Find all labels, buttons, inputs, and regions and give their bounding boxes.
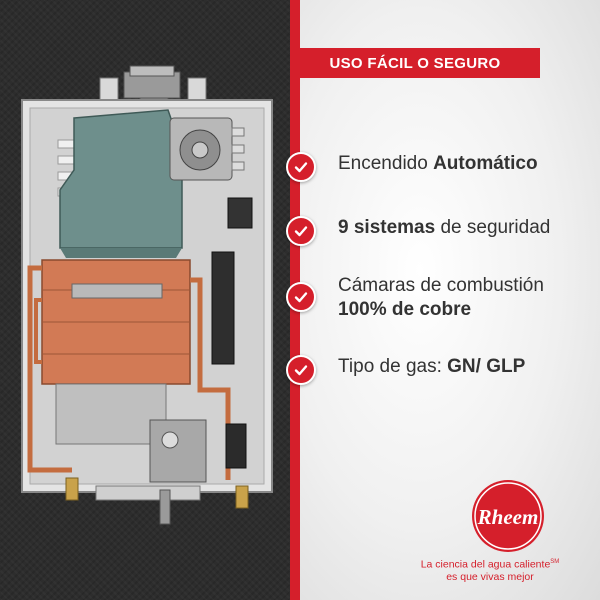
tagline-line2: es que vivas mejor xyxy=(446,570,534,583)
feature-text: Tipo de gas: GN/ GLP xyxy=(338,355,525,379)
feature-text-bold: GN/ GLP xyxy=(447,356,526,377)
feature-item: Cámaras de combustión 100% de cobre xyxy=(286,275,544,322)
feature-text-normal: de seguridad xyxy=(435,217,551,238)
check-icon xyxy=(286,152,316,182)
feature-text-normal: Encendido xyxy=(338,153,434,174)
feature-text-normal: Cámaras de combustión xyxy=(338,275,544,296)
tagline-mark: SM xyxy=(550,559,560,565)
feature-text: 9 sistemas de seguridad xyxy=(338,216,550,240)
rheem-logo-icon: Rheem xyxy=(470,478,546,554)
brand-tagline: La ciencia del agua calienteSM es que vi… xyxy=(380,556,600,583)
left-product-panel xyxy=(0,0,290,600)
feature-item: Tipo de gas: GN/ GLP xyxy=(286,355,525,385)
check-icon xyxy=(286,355,316,385)
feature-text-normal: Tipo de gas: xyxy=(338,356,448,377)
water-heater-illustration xyxy=(21,65,273,525)
tagline-line1: La ciencia del agua caliente xyxy=(420,558,551,571)
header-banner: USO FÁCIL O SEGURO xyxy=(290,48,540,78)
feature-item: 9 sistemas de seguridad xyxy=(286,216,550,246)
feature-text-bold: 100% de cobre xyxy=(338,299,472,320)
logo-text: Rheem xyxy=(477,505,539,529)
feature-item: Encendido Automático xyxy=(286,152,538,182)
right-content-panel xyxy=(300,0,600,600)
feature-text: Encendido Automático xyxy=(338,152,538,176)
check-icon xyxy=(286,216,316,246)
feature-text: Cámaras de combustión 100% de cobre xyxy=(338,274,544,322)
check-icon xyxy=(286,282,316,312)
feature-text-bold: Automático xyxy=(433,153,538,174)
feature-text-bold: 9 sistemas xyxy=(338,217,436,238)
